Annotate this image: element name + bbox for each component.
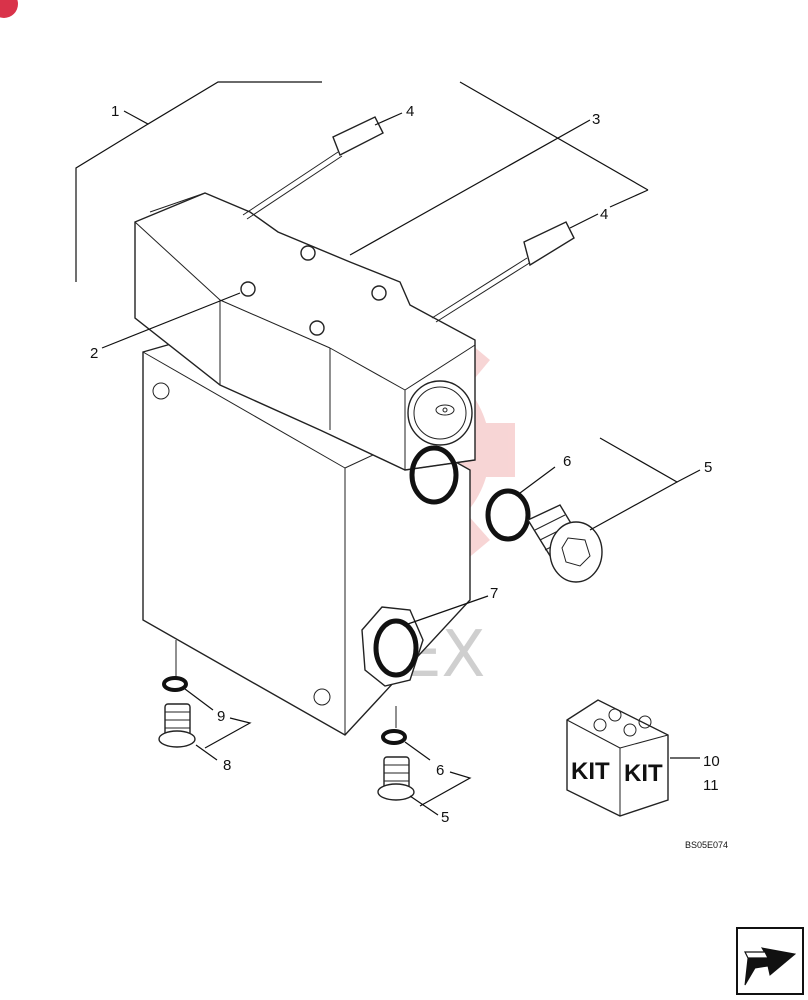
solenoid-housing [134, 192, 476, 471]
callout-3: 3 [592, 111, 600, 128]
plug-lower-right [377, 729, 415, 801]
bolt-heads [240, 245, 387, 336]
plug-lower-left [158, 676, 196, 748]
leader-lines [75, 81, 701, 816]
callout-1: 1 [111, 103, 119, 120]
callout-9: 9 [217, 708, 225, 725]
callout-4a: 4 [406, 103, 414, 120]
kit-box: KIT KIT [566, 699, 669, 817]
kit-label-right: KIT [624, 760, 663, 787]
return-arrow-icon[interactable] [736, 927, 804, 995]
reference-code: BS05E074 [685, 840, 728, 850]
wire-connector-upper [242, 116, 384, 220]
plug-upper [526, 504, 603, 583]
callout-10: 10 [703, 753, 720, 770]
wire-connector-lower [431, 221, 575, 323]
corner-badge [0, 0, 18, 18]
callout-6b: 6 [436, 762, 444, 779]
callout-11: 11 [703, 777, 719, 794]
callout-2: 2 [90, 345, 98, 362]
callout-5a: 5 [704, 459, 712, 476]
callout-8: 8 [223, 757, 231, 774]
o-ring-upper [409, 445, 531, 542]
hex-fitting [361, 606, 424, 687]
callout-7: 7 [490, 585, 498, 602]
callout-6a: 6 [563, 453, 571, 470]
kit-label-left: KIT [571, 758, 610, 785]
callout-labels: 1 2 3 4 4 5 6 7 9 8 6 5 10 11 [90, 103, 720, 826]
callout-5b: 5 [441, 809, 449, 826]
callout-4b: 4 [600, 206, 608, 223]
